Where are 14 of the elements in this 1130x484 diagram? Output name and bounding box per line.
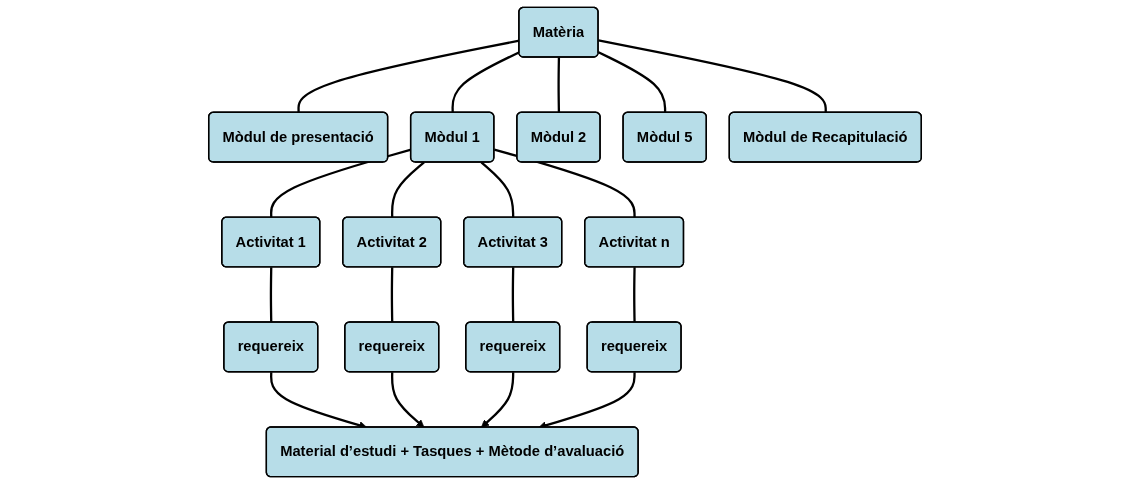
- connector: [633, 267, 636, 323]
- connector: [390, 267, 394, 323]
- connector: [297, 39, 520, 113]
- connector: [390, 161, 425, 218]
- connector: [451, 51, 520, 113]
- connector: [494, 148, 636, 218]
- connector: [557, 57, 561, 113]
- connector: [480, 161, 515, 218]
- connector: [598, 39, 827, 113]
- connector: [511, 267, 515, 323]
- connector: [598, 51, 667, 113]
- arrow: [390, 372, 425, 428]
- arrow: [481, 372, 515, 428]
- connector: [269, 267, 273, 323]
